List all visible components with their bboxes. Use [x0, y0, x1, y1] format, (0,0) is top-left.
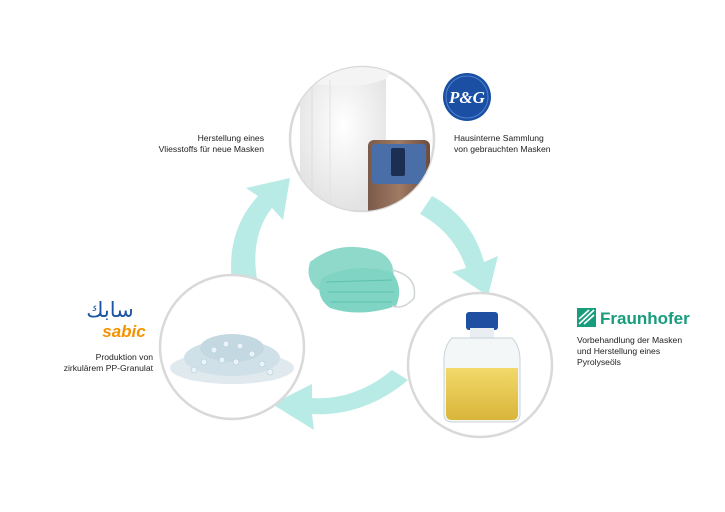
pg-logo: P&G	[443, 73, 491, 121]
arrow-top-to-right	[420, 196, 498, 296]
granulate-image	[170, 334, 294, 384]
step-circle-granulate	[158, 273, 306, 421]
oil-bottle-image	[443, 312, 521, 423]
sabic-logo-arabic: سابك	[86, 298, 134, 322]
caption-collection: Hausinterne Sammlung von gebrauchten Mas…	[454, 133, 551, 154]
fraunhofer-logo-text: Fraunhofer	[600, 309, 690, 328]
caption-pyrolysis: Vorbehandlung der Masken und Herstellung…	[577, 335, 683, 367]
cycle-arrows	[231, 178, 498, 430]
caption-granulate: Produktion von zirkulärem PP-Granulat	[63, 352, 153, 373]
fraunhofer-logo-mark	[577, 308, 596, 327]
arrow-left-to-top	[231, 178, 290, 284]
sabic-logo-latin: sabic	[102, 322, 146, 341]
step-circle-pyrolysis	[406, 291, 554, 439]
step-circle-nonwoven	[288, 65, 436, 213]
arrow-right-to-left	[272, 370, 408, 430]
caption-nonwoven: Herstellung eines Vliesstoffs für neue M…	[158, 133, 264, 154]
pg-logo-text: P&G	[448, 88, 486, 107]
face-masks-image	[308, 246, 416, 313]
